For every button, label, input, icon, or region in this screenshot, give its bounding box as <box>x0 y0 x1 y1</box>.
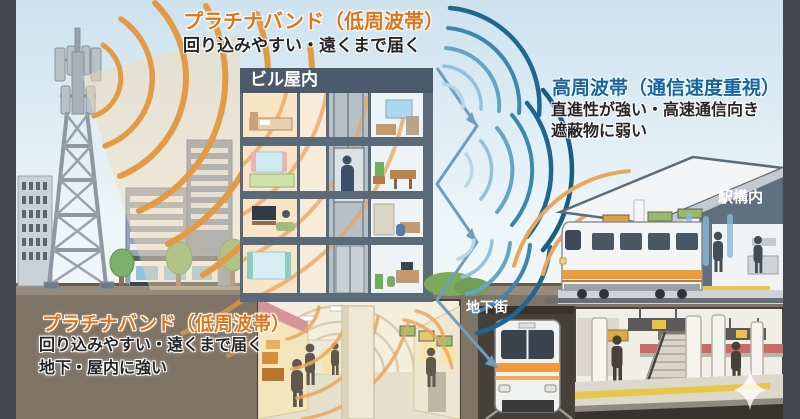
building-cross-section <box>240 68 433 302</box>
platinum-bottom-description-1: 回り込みやすい・遠くまで届く <box>39 337 264 354</box>
high-frequency-title: 高周波帯（通信速度重視） <box>552 78 781 99</box>
high-frequency-zigzag-arrows <box>435 67 499 369</box>
sparkle-icon <box>734 370 766 410</box>
platinum-top-description: 回り込みやすい・遠くまで届く <box>183 36 421 55</box>
elevator <box>333 93 365 294</box>
left-edge-bar <box>0 0 16 419</box>
high-frequency-description-1: 直進性が強い・高速通信向き <box>551 102 760 119</box>
building-interior-label: ビル屋内 <box>250 70 318 89</box>
platinum-bottom-description-2: 地下・屋内に強い <box>39 360 168 377</box>
high-frequency-description-2: 遮蔽物に弱い <box>551 123 648 140</box>
underground-mall-label: 地下街 <box>466 299 508 315</box>
cell-tower <box>43 27 115 290</box>
room-furniture <box>247 99 420 289</box>
station-scene <box>512 155 788 304</box>
city-buildings <box>17 139 247 287</box>
station-train <box>545 221 785 303</box>
underground-platform <box>574 307 784 419</box>
platinum-top-title: プラチナバンド（低周波帯） <box>183 11 444 33</box>
right-edge-bar <box>783 0 800 419</box>
platinum-bottom-title: プラチナバンド（低周波帯） <box>42 314 290 335</box>
high-frequency-wave-arcs <box>441 5 575 336</box>
building-header <box>240 68 433 93</box>
station-label: 駅構内 <box>718 189 764 206</box>
underground-mall <box>257 299 461 419</box>
